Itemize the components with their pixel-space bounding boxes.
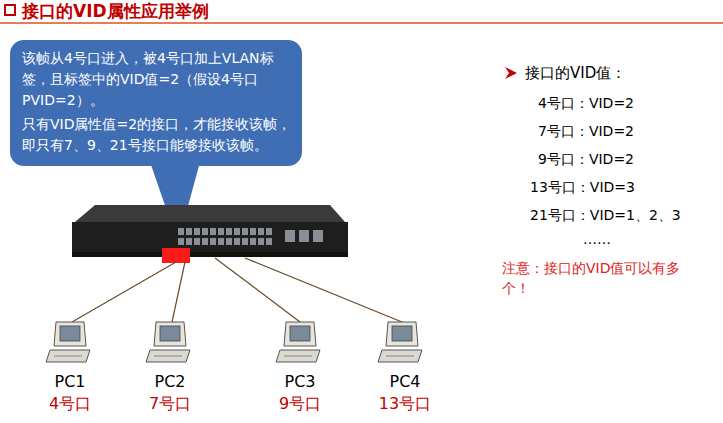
pc-icon [46, 322, 90, 362]
vid-item: 9号口：VID=2 [538, 149, 634, 169]
port-label: 9号口 [279, 392, 321, 415]
port-label: 4号口 [49, 392, 91, 415]
switch [72, 205, 348, 263]
pc-icon [378, 322, 422, 362]
title-bullet [5, 5, 15, 15]
pc-name: PC2 [155, 370, 186, 393]
callout-note: 只有VID属性值=2的接口，才能接收该帧，即只有7、9、21号接口能够接收该帧。 [22, 114, 292, 156]
vid-item: 21号口：VID=1、2、3 [530, 205, 681, 225]
callout-text: 该帧从4号口进入，被4号口加上VLAN标签，且标签中的VID值=2（假设4号口 … [22, 48, 292, 111]
title: 接口的VID属性应用举例 [22, 0, 209, 23]
note: 注意：接口的VID值可以有多个！ [502, 258, 702, 299]
title-rule [0, 22, 723, 24]
callout-bubble: 该帧从4号口进入，被4号口加上VLAN标签，且标签中的VID值=2（假设4号口 … [10, 40, 302, 166]
vid-item: 4号口：VID=2 [538, 93, 634, 113]
list-bullet [505, 67, 517, 79]
pc-name: PC1 [55, 370, 86, 393]
port-highlight [162, 248, 190, 263]
vid-item: 13号口：VID=3 [530, 177, 635, 197]
list-heading: 接口的VID值： [525, 63, 626, 85]
cables [72, 258, 402, 322]
pc-icon [146, 322, 190, 362]
ellipsis: …… [583, 229, 611, 249]
pc-icon [276, 322, 320, 362]
pc-name: PC3 [285, 370, 316, 393]
pc-name: PC4 [390, 370, 421, 393]
port-label: 7号口 [149, 392, 191, 415]
vid-item: 7号口：VID=2 [538, 121, 634, 141]
port-label: 13号口 [379, 392, 431, 415]
